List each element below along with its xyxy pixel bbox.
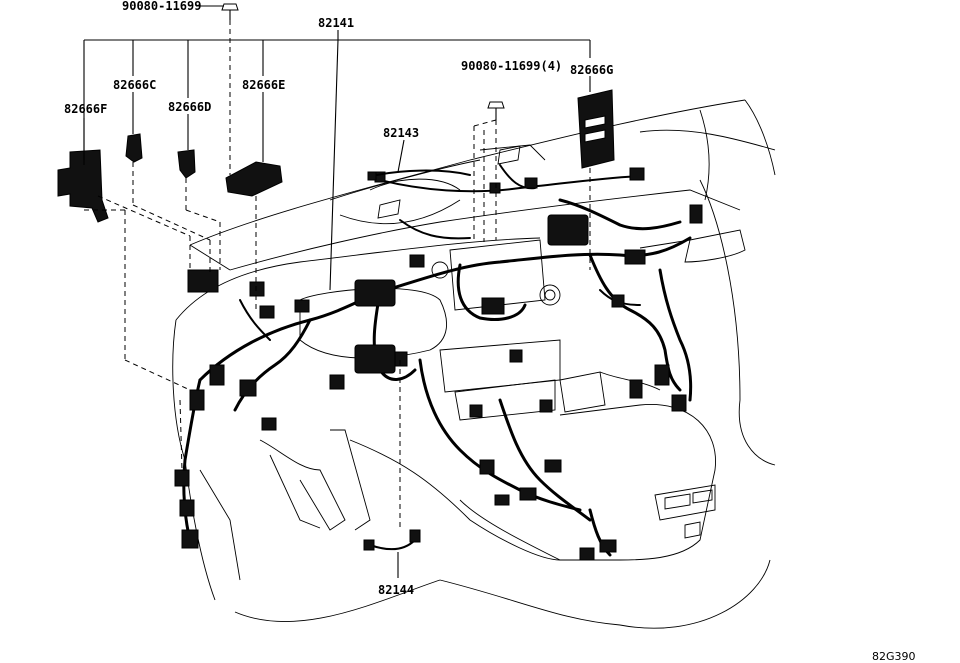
wire-82143-part	[367, 169, 471, 181]
bracket-82666f-part	[57, 149, 109, 223]
label-bracket-e: 82666E	[242, 78, 285, 92]
part-labels: 90080-11699 82141 90080-11699(4) 82666G …	[64, 0, 916, 663]
label-wire-top: 82143	[383, 126, 419, 140]
main-wire-harness	[182, 164, 693, 557]
figure-code: 82G390	[872, 650, 916, 663]
bracket-82666c-part	[125, 133, 143, 163]
label-harness-main: 82141	[318, 16, 354, 30]
label-bolt-right: 90080-11699(4)	[461, 59, 562, 73]
wire-82144-part	[363, 529, 421, 551]
bracket-82666g-part	[577, 89, 615, 169]
bolt-icon	[487, 101, 505, 120]
harness-connectors	[174, 167, 703, 561]
label-bracket-g: 82666G	[570, 63, 613, 77]
label-bolt-top: 90080-11699	[122, 0, 201, 13]
leader-lines	[83, 5, 591, 578]
bolt-icon	[221, 3, 239, 20]
label-bracket-f: 82666F	[64, 102, 107, 116]
bracket-82666e-part	[225, 161, 283, 197]
label-bracket-d: 82666D	[168, 100, 211, 114]
bracket-82666d-part	[177, 149, 196, 179]
label-bracket-c: 82666C	[113, 78, 156, 92]
label-wire-bottom: 82144	[378, 583, 414, 597]
